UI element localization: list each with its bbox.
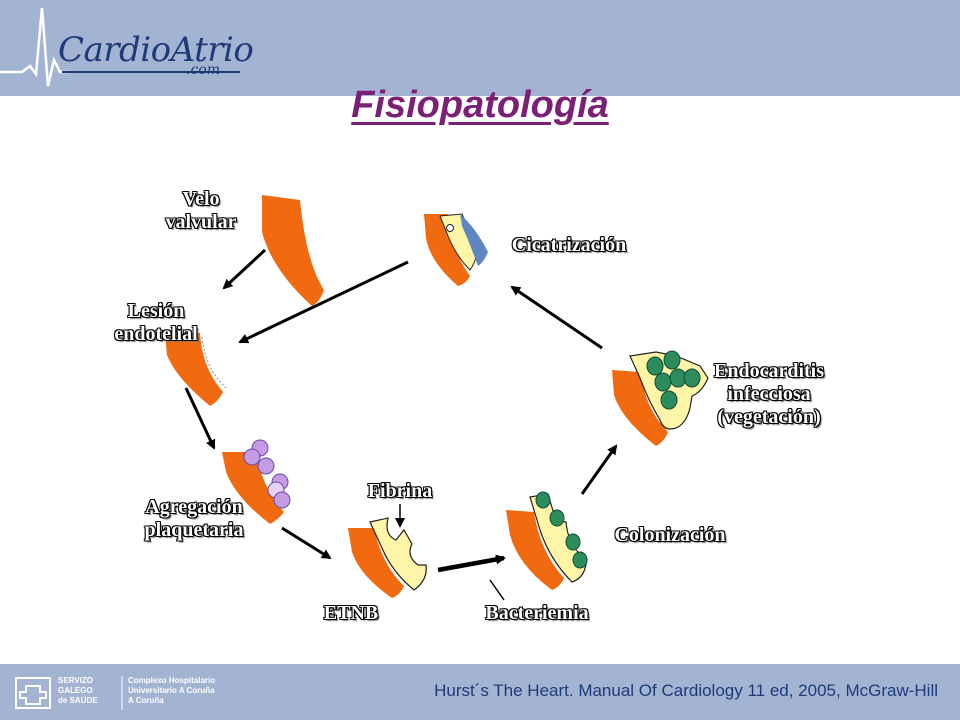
label-line: Agregación	[145, 496, 243, 518]
valve-endocarditis	[612, 350, 709, 446]
valve-colonization	[506, 491, 588, 590]
label-line: Lesión	[127, 300, 185, 322]
arrow-etnb-to-colonizacion	[437, 554, 506, 573]
sergas-line: de SAÚDE	[58, 696, 98, 705]
label-bacteriemia: Bacteriemia	[485, 602, 589, 624]
label-cicatrizacion: Cicatrización	[511, 234, 627, 256]
bacteria-cluster	[535, 491, 588, 569]
label-line: Velo	[182, 188, 220, 210]
valve-platelet-aggregation	[222, 439, 291, 524]
hospital-text: Complexo Hospitalario Universitario A Co…	[128, 676, 215, 706]
valve-leaflet-normal	[262, 195, 324, 306]
label-line: endotelial	[114, 323, 198, 345]
valve-leaflet-injured	[165, 333, 227, 406]
platelet-cluster	[243, 439, 291, 509]
label-line: plaquetaria	[144, 519, 244, 541]
arrow-lesion-to-agregacion	[184, 387, 216, 450]
page-title: Fisiopatología	[351, 84, 609, 126]
label-velo-valvular: Velo valvular	[146, 188, 256, 234]
arrow-endocarditis-to-cicatrizacion	[510, 285, 603, 350]
ecg-line-icon	[0, 7, 240, 87]
label-etnb: ETNB	[323, 602, 379, 624]
hospital-line: Complexo Hospitalario	[128, 676, 216, 685]
hospital-line: A Coruña	[128, 696, 164, 705]
label-line: (vegetación)	[717, 406, 821, 428]
fibrin-vegetation	[369, 517, 427, 591]
label-lesion-endotelial: Lesión endotelial	[86, 300, 226, 346]
sergas-line: GALEGO	[58, 686, 93, 695]
sergas-cross-icon	[15, 676, 123, 710]
citation-text: Hurst´s The Heart. Manual Of Cardiology …	[434, 681, 938, 700]
label-line: Endocarditis	[713, 360, 825, 382]
arrow-velo-to-lesion	[222, 248, 267, 290]
label-fibrina: Fibrina	[367, 480, 433, 502]
label-line: infecciosa	[727, 383, 811, 405]
bacteria-cluster	[646, 350, 701, 410]
arrow-cicatrizacion-to-lesion	[238, 260, 409, 344]
logo-subtext: .com	[186, 62, 220, 78]
process-arrows	[184, 248, 618, 601]
sergas-text: SERVIZO GALEGO de SAÚDE	[58, 676, 98, 706]
pointer-bacteriemia	[489, 579, 505, 601]
hospital-line: Universitario A Coruña	[128, 686, 215, 695]
label-line: valvular	[165, 211, 237, 233]
label-agregacion-plaquetaria: Agregación plaquetaria	[124, 496, 264, 542]
arrow-agregacion-to-etnb	[281, 526, 332, 560]
label-colonizacion: Colonización	[614, 524, 726, 546]
header-bar	[0, 0, 960, 96]
label-endocarditis-infecciosa: Endocarditis infecciosa (vegetación)	[704, 360, 834, 429]
footer-bar	[0, 664, 960, 720]
valve-scarring	[424, 213, 488, 286]
arrow-colonizacion-to-endocarditis	[580, 444, 618, 495]
cardioatrio-logo: CardioAtrio .com	[0, 0, 260, 96]
institution-logo: SERVIZO GALEGO de SAÚDE Complexo Hospita…	[14, 672, 250, 712]
valve-etnb	[348, 517, 427, 598]
scar-ring-icon	[446, 224, 454, 232]
logo-text: CardioAtrio	[58, 30, 254, 70]
sergas-line: SERVIZO	[58, 676, 93, 685]
